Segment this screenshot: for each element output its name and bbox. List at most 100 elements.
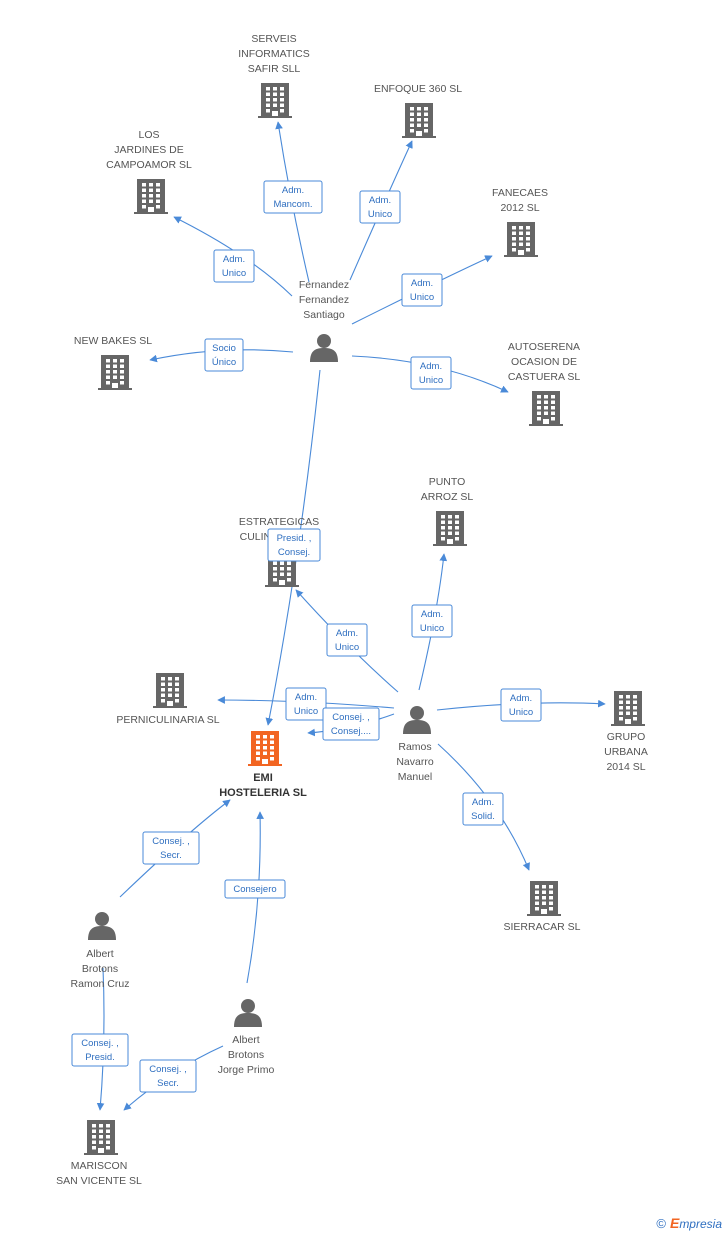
node-label: ENFOQUE 360 SL [374,83,462,95]
node-label: OCASION DE [511,356,577,368]
node-label: URBANA [604,746,648,758]
edge-label-text: Presid. , [277,533,312,544]
node-label: Navarro [396,756,434,768]
edge-label-fernandez-to-fanecaes[interactable]: Adm.Unico [401,273,443,307]
building-icon [529,391,563,426]
node-mariscon[interactable]: MARISCON SAN VICENTE SL [56,1120,142,1187]
building-icon [433,511,467,546]
edge-label-text: Adm. [336,628,358,639]
edge-label-fernandez-to-serveis[interactable]: Adm. Mancom. [263,180,323,214]
node-label: PERNICULINARIA SL [116,714,219,726]
node-punto[interactable]: PUNTO ARROZ SL [421,476,474,546]
node-enfoque[interactable]: ENFOQUE 360 SL [374,83,462,138]
edge-label-text: Mancom. [273,199,312,210]
edge-label-text: Unico [419,375,443,386]
edge-label-albert_jorge-to-mariscon[interactable]: Consej. , Secr. [139,1059,197,1093]
node-label: Brotons [82,963,118,975]
edge-label-text: Unico [335,642,359,653]
edges-layer [96,121,606,1111]
node-label: Manuel [398,771,432,783]
edge-label-ramos-to-estrategicas[interactable]: Adm. Unico [326,623,368,657]
footer-brand[interactable]: ©Empresia [656,1215,722,1231]
node-label: 2014 SL [606,761,645,773]
edge-label-albert_ramon-to-mariscon[interactable]: Consej. ,Presid. [71,1033,129,1067]
edge-label-ramos-to-punto[interactable]: Adm.Unico [411,604,453,638]
edge-label-fernandez-to-autoserena[interactable]: Adm. Unico [410,356,452,390]
node-label: GRUPO [607,731,646,743]
edge-albert_jorge-to-emi [246,811,265,984]
node-label: LOS [138,129,159,141]
brand-logo-initial: E [669,1215,680,1231]
edge-label-text: Adm. [295,692,317,703]
edge-label-text: Adm. [369,195,391,206]
person-icon [88,912,116,940]
building-icon [248,731,282,766]
node-label: SIERRACAR SL [503,921,580,933]
edge-label-text: Unico [410,292,434,303]
edge-label-text: Unico [368,209,392,220]
edge-label-text: Adm. [420,361,442,372]
edge-label-albert_ramon-to-emi[interactable]: Consej. , Secr. [142,831,200,865]
building-icon [527,881,561,916]
node-newbakes[interactable]: NEW BAKES SL [74,335,152,390]
edge-label-text: Consej. [278,547,310,558]
edge-label-fernandez-to-enfoque[interactable]: Adm. Unico [359,190,401,224]
node-label: Brotons [228,1049,264,1061]
edge-label-fernandez-to-jardines[interactable]: Adm.Unico [213,249,255,283]
node-label: PUNTO [429,476,466,488]
node-label: MARISCON [71,1160,128,1172]
edge-label-text: Socio [212,343,236,354]
node-label: INFORMATICS [238,48,310,60]
node-label: SERVEIS [251,33,296,45]
node-label: NEW BAKES SL [74,335,152,347]
edge-label-ramos-to-grupo[interactable]: Adm.Unico [500,688,542,722]
edge-label-text: Consej. , [81,1038,119,1049]
node-label: 2012 SL [500,202,539,214]
building-icon [258,83,292,118]
node-label: ARROZ SL [421,491,474,503]
node-label: Fernandez [299,294,349,306]
building-icon [98,355,132,390]
brand-logo-text: mpresia [679,1217,722,1231]
edge-label-text: Consej.... [331,726,371,737]
edge-label-ramos-to-sierracar[interactable]: Adm.Solid. [462,792,504,826]
node-label: Albert [232,1034,260,1046]
building-icon [265,552,299,587]
building-icon [611,691,645,726]
node-label: Jorge Primo [218,1064,275,1076]
edge-label-ramos-to-perniculinaria[interactable]: Adm.Unico [285,687,327,721]
edge-label-albert_jorge-to-emi[interactable]: Consejero [224,879,286,899]
edge-label-text: Unico [222,268,246,279]
edge-label-fernandez-to-emi[interactable]: Presid. , Consej. [267,528,321,562]
edge-label-text: Consej. , [149,1064,187,1075]
node-label: Albert [86,948,114,960]
node-sierracar[interactable]: SIERRACAR SL [503,881,581,933]
node-perniculinaria[interactable]: PERNICULINARIA SL [116,673,220,726]
edge-label-text: Consejero [233,884,276,895]
edge-label-ramos-to-emi[interactable]: Consej. ,Consej.... [322,707,380,741]
edge-label-text: Consej. , [152,836,190,847]
node-label: Ramon Cruz [71,978,130,990]
edge-label-text: Secr. [157,1078,179,1089]
node-label: Santiago [303,309,345,321]
edge-label-text: Adm. [282,185,304,196]
edge-label-text: Adm. [510,693,532,704]
building-icon [402,103,436,138]
node-label: SAN VICENTE SL [56,1175,142,1187]
person-icon [310,334,338,362]
node-grupo[interactable]: GRUPO URBANA 2014 SL [604,691,648,773]
edge-label-text: Secr. [160,850,182,861]
node-label: CASTUERA SL [508,371,581,383]
building-icon [153,673,187,708]
